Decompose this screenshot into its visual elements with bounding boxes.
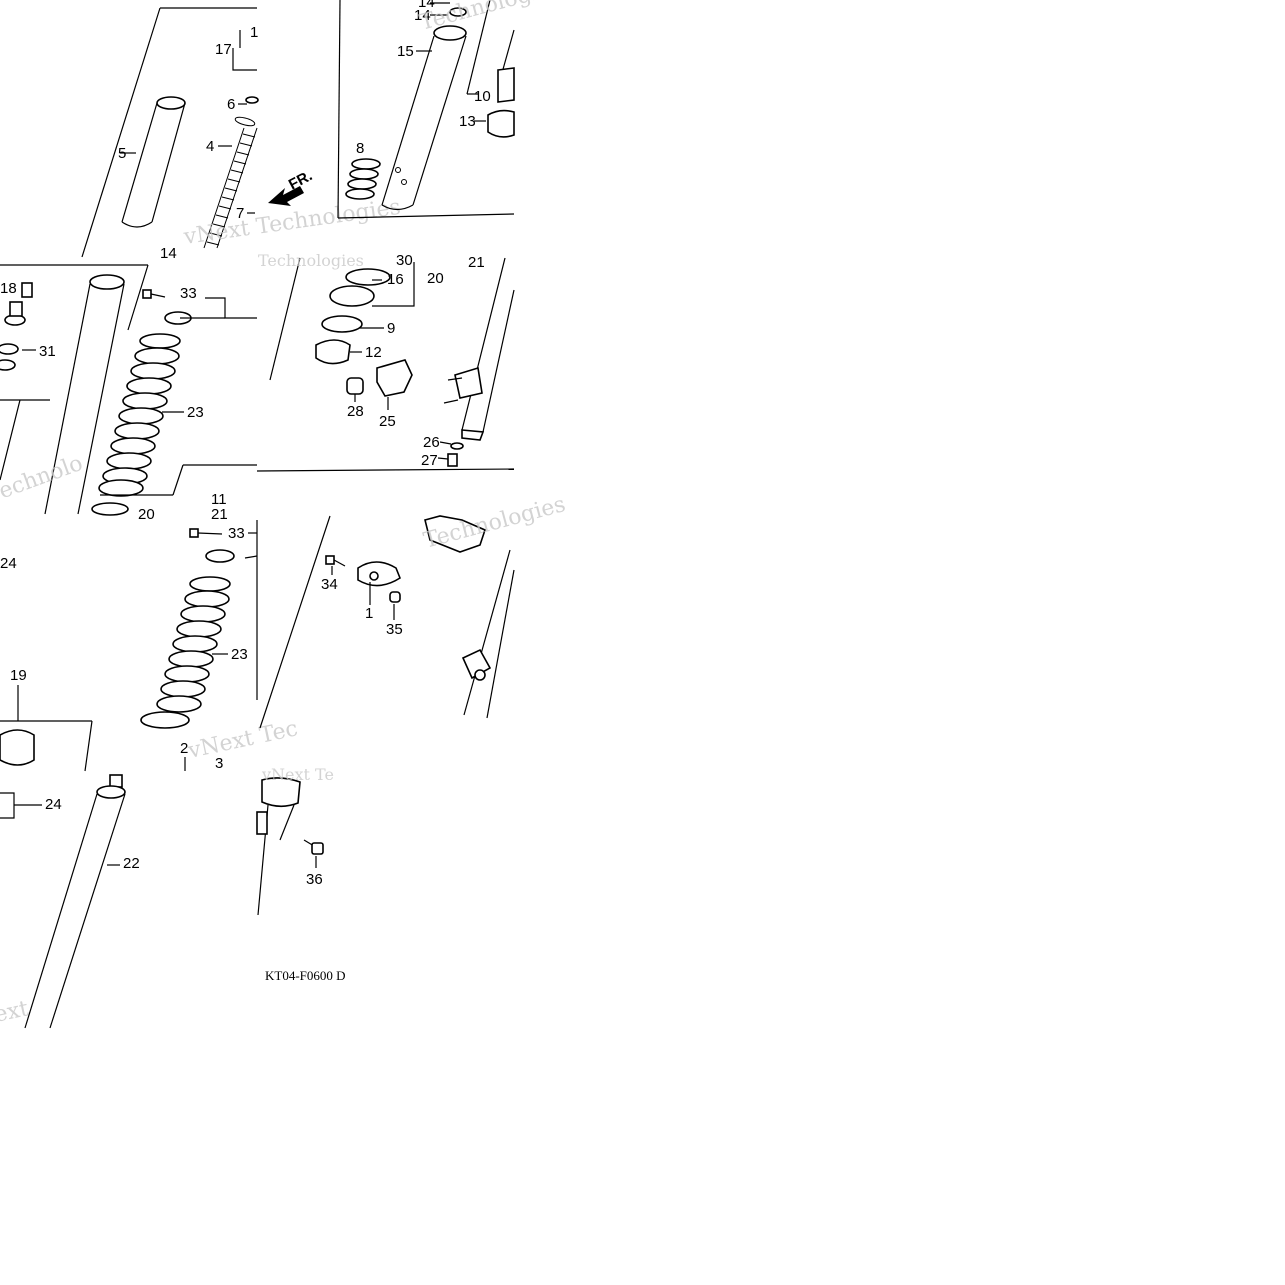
watermark-text: vNext Tec	[185, 716, 300, 764]
callout-31: 31	[39, 343, 56, 360]
callout-33: 33	[228, 525, 245, 542]
callout-10: 10	[474, 88, 491, 105]
tile-lower-right: 34 1 35 Technologies	[259, 492, 568, 729]
callout-20: 20	[427, 270, 444, 287]
watermark-text: Technolo	[0, 451, 86, 509]
seal-part	[487, 109, 515, 138]
clamp-part	[205, 549, 235, 563]
callout-21: 21	[468, 254, 485, 271]
callout-8: 8	[356, 140, 364, 157]
callout-19: 19	[10, 667, 27, 684]
callout-33: 33	[180, 285, 197, 302]
outer-tube-bottom-part	[256, 777, 301, 916]
nut-part	[389, 591, 401, 603]
washer-part	[245, 96, 259, 104]
callout-15: 15	[397, 43, 414, 60]
valve-part	[0, 282, 33, 371]
bolt-part	[189, 528, 199, 538]
callout-14: 14	[414, 7, 431, 24]
front-marker-label: FR.	[286, 167, 315, 193]
inner-tube-part	[381, 25, 467, 211]
tile-top-left: 17 1 6 5 4 7 14 vNext Technologies	[81, 7, 402, 262]
bolt-part	[325, 555, 346, 567]
callout-11: 11	[211, 491, 227, 508]
fork-slider-part	[443, 257, 515, 441]
fork-tube-part	[121, 96, 186, 228]
callout-23: 23	[187, 404, 204, 421]
ring-part	[449, 7, 467, 17]
holder-part	[424, 515, 486, 553]
callout-6: 6	[227, 96, 235, 113]
callout-5: 5	[118, 145, 126, 162]
axle-bolt-part	[303, 839, 324, 855]
callout-14: 14	[418, 0, 435, 11]
tile-lower-left: 24 33 23 19 2 3 vNext Tec	[0, 520, 300, 772]
callout-2: 2	[180, 740, 188, 757]
watermark-text: Technologies	[417, 0, 564, 36]
watermark-text: Technologies	[258, 251, 364, 270]
callout-3: 3	[215, 755, 223, 772]
callout-25: 25	[379, 413, 396, 430]
outer-tube-part	[44, 274, 125, 515]
callout-22: 22	[123, 855, 140, 872]
drain-bolt-part	[447, 453, 458, 467]
callout-23: 23	[231, 646, 248, 663]
fork-spring-part	[203, 116, 258, 249]
tile-bottom-right: 36 KT04-F0600 D vNext Te	[256, 765, 346, 983]
tile-middle-right: 30 16 20 21 9 12 28 25 26 27 Technologie…	[256, 251, 515, 472]
callout-34: 34	[321, 576, 338, 593]
callout-27: 27	[421, 452, 438, 469]
front-direction-arrow: FR.	[268, 167, 315, 206]
tile-bottom-left: 24 22 ext	[0, 774, 140, 1029]
dust-boot-part	[140, 576, 231, 729]
callout-16: 16	[387, 271, 404, 288]
bushing-part	[315, 339, 351, 365]
callout-30: 30	[396, 252, 413, 269]
callout-26: 26	[423, 434, 440, 451]
callout-4: 4	[206, 138, 214, 155]
callout-36: 36	[306, 871, 323, 888]
seal-part	[91, 502, 129, 516]
callout-7: 7	[236, 205, 244, 222]
back-up-ring-part	[329, 285, 375, 307]
watermark-text: Technologies	[421, 492, 568, 554]
callout-14: 14	[160, 245, 177, 262]
tile-top-right: FR. 14 14 15 10 13 8 Technologies	[268, 0, 564, 219]
callout-24: 24	[45, 796, 62, 813]
watermark-text: vNext Te	[261, 765, 334, 784]
bracket-part	[376, 359, 413, 397]
callout-28: 28	[347, 403, 364, 420]
fork-slider-part	[461, 549, 515, 719]
nut-part	[346, 377, 364, 395]
washer-part	[450, 442, 464, 450]
callout-12: 12	[365, 344, 382, 361]
callout-18: 18	[0, 280, 17, 297]
small-spring-part	[345, 158, 381, 200]
callout-9: 9	[387, 320, 395, 337]
oil-seal-part	[0, 729, 35, 766]
callout-21: 21	[211, 506, 228, 523]
handlebar-clamp-part	[357, 561, 401, 587]
stop-ring-part	[345, 268, 391, 286]
watermark-text: vNext Technologies	[181, 195, 402, 250]
washer-part	[321, 315, 363, 333]
dust-boot-part	[98, 333, 181, 497]
callout-20: 20	[138, 506, 155, 523]
frame-line	[81, 7, 161, 258]
callout-1: 1	[365, 605, 373, 622]
callout-1: 1	[250, 24, 258, 41]
callout-17: 17	[215, 41, 232, 58]
fork-tube-part	[24, 774, 126, 1029]
callout-24: 24	[0, 555, 17, 572]
callout-13: 13	[459, 113, 476, 130]
tile-middle-left: 18 31 33 23 11 21 20 Technolo	[0, 264, 257, 523]
callout-35: 35	[386, 621, 403, 638]
drawing-code-label: KT04-F0600 D	[265, 968, 346, 983]
